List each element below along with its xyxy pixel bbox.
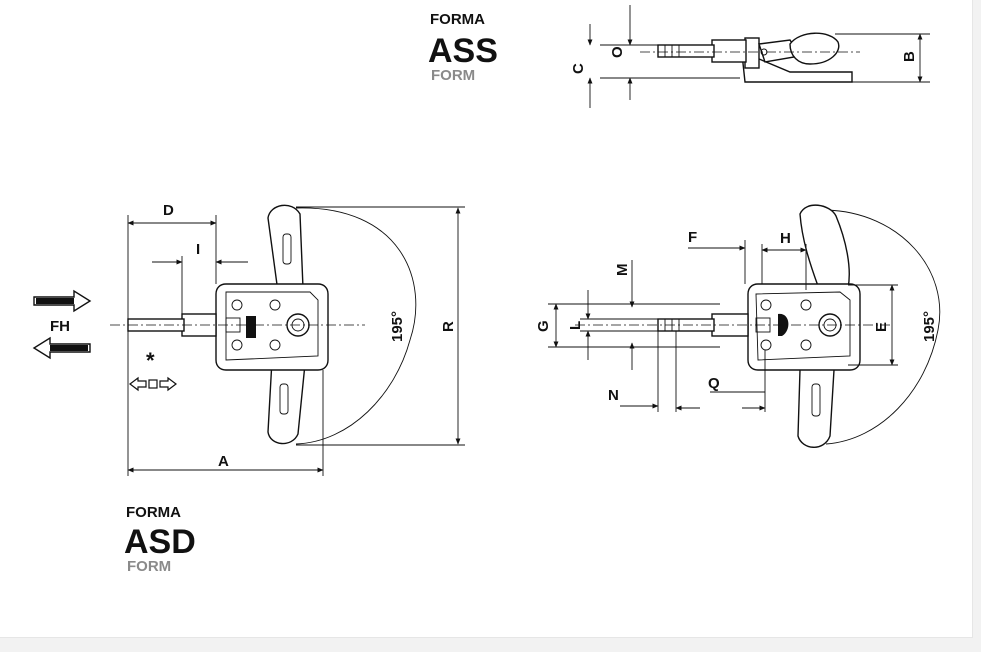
form-ass-top-label: FORMA bbox=[430, 11, 485, 28]
dim-M-label: M bbox=[614, 264, 631, 277]
dim-R-label: R bbox=[440, 321, 457, 332]
dim-D-label: D bbox=[163, 202, 174, 219]
angle-right-label: 195° bbox=[921, 311, 938, 342]
technical-drawing: FORMA ASS FORM O C B bbox=[32, 5, 941, 575]
top-side-view: O C B bbox=[570, 5, 930, 108]
form-asd-bottom-label: FORM bbox=[127, 558, 171, 575]
right-front-view: 195° F H bbox=[535, 204, 941, 448]
note-asterisk: * bbox=[146, 348, 155, 373]
form-asd-title: FORMA ASD FORM bbox=[124, 504, 196, 575]
dim-H-label: H bbox=[780, 230, 791, 247]
form-asd-top-label: FORMA bbox=[126, 504, 181, 521]
dim-B-label: B bbox=[901, 51, 918, 62]
dim-G-label: G bbox=[535, 320, 552, 332]
dim-E-label: E bbox=[873, 322, 890, 332]
dim-A-label: A bbox=[218, 453, 229, 470]
dim-Q-label: Q bbox=[708, 375, 720, 392]
dim-N-label: N bbox=[608, 387, 619, 404]
dim-I-label: I bbox=[196, 241, 200, 258]
angle-left-label: 195° bbox=[389, 311, 406, 342]
dim-L-label: L bbox=[567, 321, 584, 330]
force-FH-label: FH bbox=[50, 318, 70, 335]
dim-F-label: F bbox=[688, 229, 697, 246]
dim-O-label: O bbox=[609, 46, 626, 58]
form-ass-title: FORMA ASS FORM bbox=[428, 11, 498, 84]
dim-C-label: C bbox=[570, 63, 587, 74]
form-ass-code: ASS bbox=[428, 32, 498, 70]
form-ass-bottom-label: FORM bbox=[431, 67, 475, 84]
form-asd-code: ASD bbox=[124, 523, 196, 561]
left-front-view: 195° R D bbox=[32, 202, 465, 476]
drawing-sheet: FORMA ASS FORM O C B bbox=[0, 0, 973, 638]
